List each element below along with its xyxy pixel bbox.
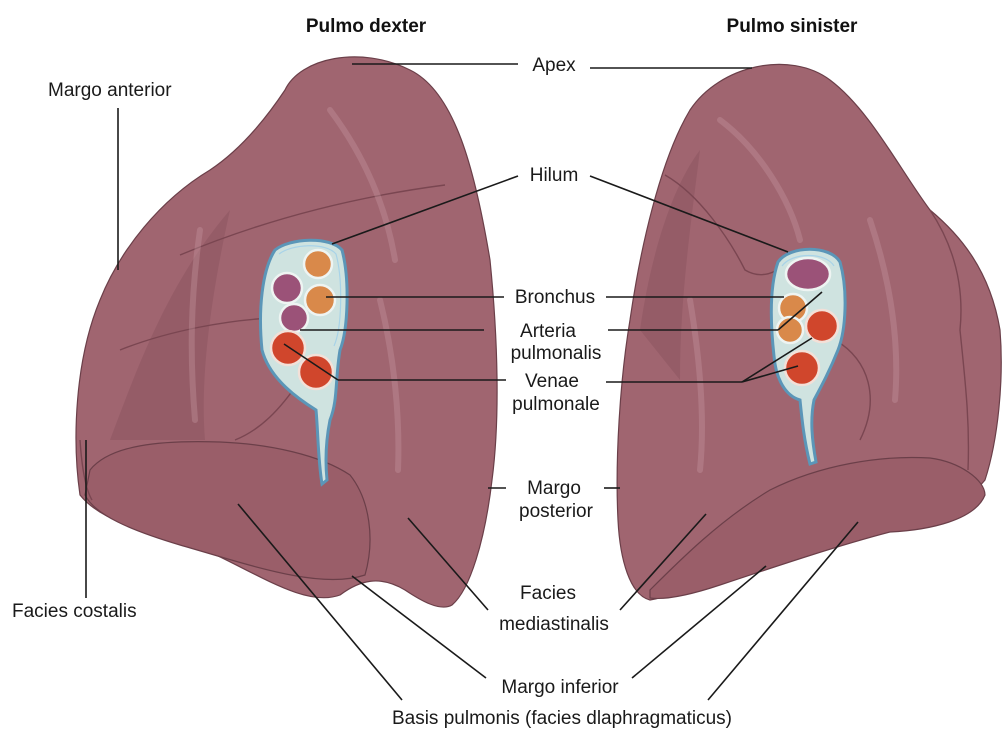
label-bronchus: Bronchus bbox=[515, 287, 595, 308]
label-facies-costalis: Facies costalis bbox=[12, 601, 137, 622]
left-bronchus-2 bbox=[777, 317, 803, 343]
right-vein-1 bbox=[271, 331, 305, 365]
right-artery-2 bbox=[280, 304, 308, 332]
label-margo-posterior-1: Margo bbox=[527, 478, 581, 499]
label-facies-mediastinalis-2: mediastinalis bbox=[499, 614, 609, 635]
label-hilum: Hilum bbox=[530, 165, 579, 186]
label-basis-pulmonis: Basis pulmonis (facies dlaphragmaticus) bbox=[392, 708, 732, 729]
label-margo-posterior-2: posterior bbox=[519, 501, 594, 522]
right-bronchus-2 bbox=[305, 285, 335, 315]
left-vein-1 bbox=[806, 310, 838, 342]
right-lung bbox=[76, 57, 497, 607]
right-artery-1 bbox=[272, 273, 302, 303]
label-venae-1: Venae bbox=[525, 371, 579, 392]
right-bronchus-1 bbox=[304, 250, 332, 278]
label-arteria-1: Arteria bbox=[520, 321, 576, 342]
left-artery bbox=[786, 258, 830, 290]
label-arteria-2: pulmonalis bbox=[511, 343, 602, 364]
label-apex: Apex bbox=[532, 55, 576, 76]
label-venae-2: pulmonale bbox=[512, 394, 600, 415]
title-left-lung: Pulmo sinister bbox=[727, 16, 859, 37]
title-right-lung: Pulmo dexter bbox=[306, 16, 427, 37]
left-lung bbox=[617, 64, 1001, 600]
label-margo-anterior: Margo anterior bbox=[48, 80, 172, 101]
label-margo-inferior: Margo inferior bbox=[501, 677, 619, 698]
right-vein-2 bbox=[299, 355, 333, 389]
label-facies-mediastinalis-1: Facies bbox=[520, 583, 576, 604]
